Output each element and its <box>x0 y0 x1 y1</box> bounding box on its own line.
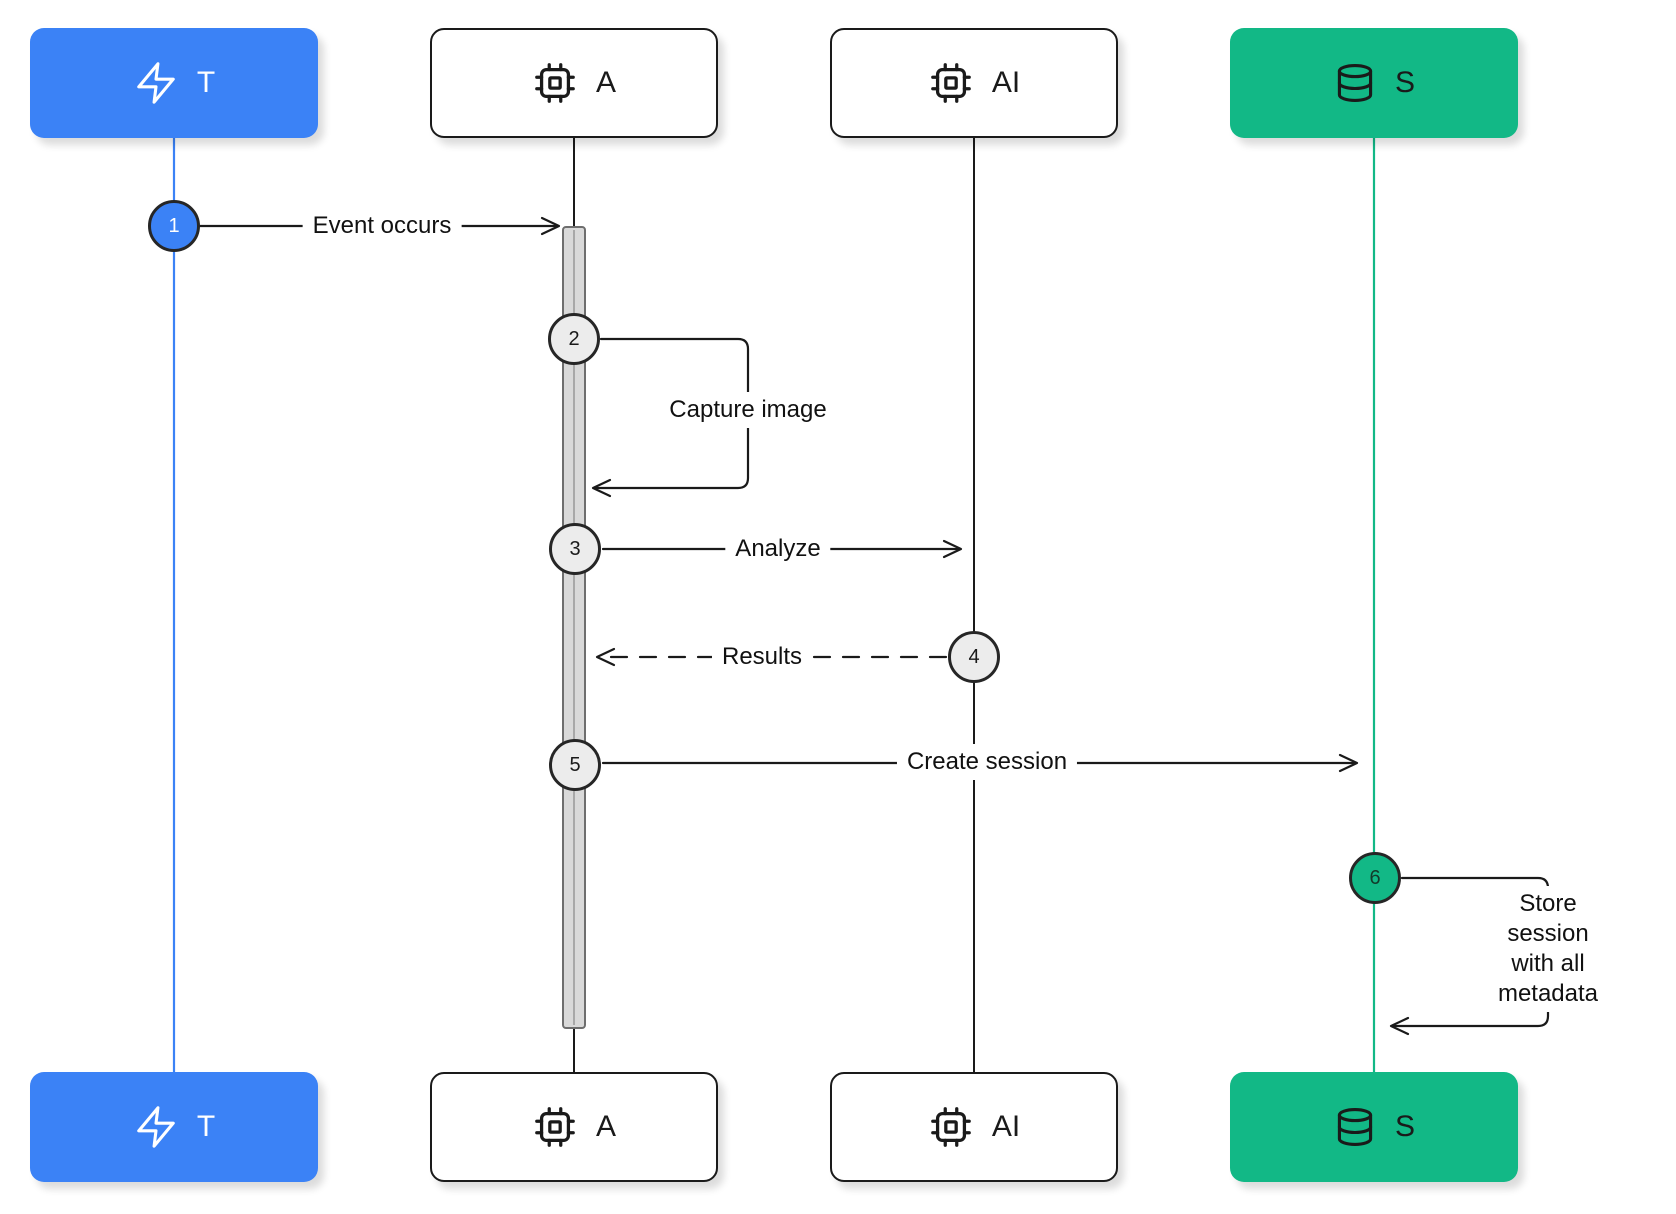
step-5-badge: 5 <box>549 739 601 791</box>
step-6-badge: 6 <box>1349 852 1401 904</box>
step-number: 4 <box>968 645 980 668</box>
cpu-icon <box>928 60 974 106</box>
participant-ai-bottom: AI <box>830 1072 1118 1182</box>
cpu-icon <box>532 1104 578 1150</box>
participant-label: T <box>196 66 216 99</box>
participant-label: S <box>1394 1110 1415 1143</box>
step-number: 5 <box>569 753 581 776</box>
message-label-analyze: Analyze <box>725 531 831 567</box>
step-1-badge: 1 <box>148 200 200 252</box>
participant-label: AI <box>991 66 1021 99</box>
zap-icon <box>133 1104 179 1150</box>
cpu-icon <box>928 1104 974 1150</box>
database-icon <box>1333 1105 1377 1149</box>
step-number: 3 <box>569 537 581 560</box>
participant-label: AI <box>991 1110 1021 1143</box>
activation-bar <box>562 226 586 1029</box>
participant-label: T <box>196 1110 216 1143</box>
arrow-results <box>595 647 948 667</box>
database-icon <box>1333 61 1377 105</box>
participant-storage-bottom: S <box>1230 1072 1518 1182</box>
message-label-create-session: Create session <box>896 744 1078 780</box>
step-3-badge: 3 <box>549 523 601 575</box>
step-number: 1 <box>168 214 180 237</box>
participant-trigger-top: T <box>30 28 318 138</box>
participant-agent-top: A <box>430 28 718 138</box>
message-label-store-session: Store session with all metadata <box>1484 886 1612 1012</box>
step-number: 6 <box>1369 866 1381 889</box>
message-label-results: Results <box>711 639 813 675</box>
message-label-event-occurs: Event occurs <box>302 208 462 244</box>
cpu-icon <box>532 60 578 106</box>
step-2-badge: 2 <box>548 313 600 365</box>
participant-label: S <box>1394 66 1415 99</box>
participant-agent-bottom: A <box>430 1072 718 1182</box>
participant-ai-top: AI <box>830 28 1118 138</box>
participant-storage-top: S <box>1230 28 1518 138</box>
participant-label: A <box>595 66 616 99</box>
participant-label: A <box>595 1110 616 1143</box>
step-4-badge: 4 <box>948 631 1000 683</box>
participant-trigger-bottom: T <box>30 1072 318 1182</box>
message-label-capture-image: Capture image <box>659 392 837 428</box>
arrow-capture-image <box>591 337 750 498</box>
zap-icon <box>133 60 179 106</box>
step-number: 2 <box>568 327 580 350</box>
